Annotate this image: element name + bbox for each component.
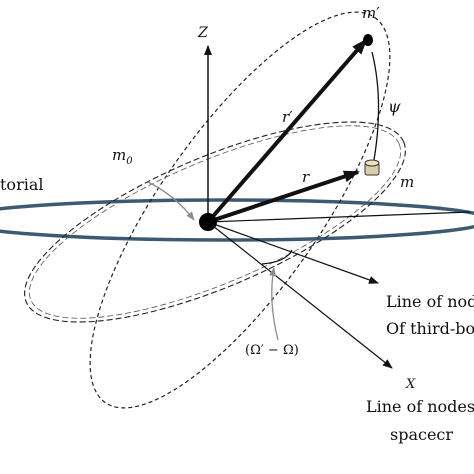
- spacecraft-nodes-label-2: spacecr: [390, 425, 453, 444]
- third-body-orbit: [89, 11, 391, 409]
- r-prime-label: r′: [282, 108, 293, 126]
- angle-label-pointer: [269, 267, 279, 341]
- node-angle-label: (Ω′ − Ω): [245, 343, 299, 358]
- spacecraft-orbit-inner: [28, 125, 402, 319]
- x-axis-label: X: [405, 377, 416, 392]
- r-vector: [207, 170, 360, 224]
- equatorial-label: torial: [0, 175, 43, 194]
- central-mass-pointer: [147, 181, 195, 221]
- z-axis-label: Z: [197, 25, 208, 41]
- central-mass-letter: m: [112, 146, 126, 164]
- psi-label: ψ: [388, 97, 401, 116]
- spacecraft-mass-label: m: [400, 173, 414, 191]
- reference-line: [207, 211, 471, 223]
- x-axis: [207, 221, 393, 369]
- third-body-nodes-label-1: Line of nod: [386, 292, 474, 311]
- spacecraft-nodes-label-1: Line of nodes: [366, 397, 474, 416]
- node-angle-arc: [261, 249, 293, 265]
- third-body: [363, 34, 373, 46]
- third-body-node-line: [207, 221, 379, 284]
- third-body-mass-label: m′: [362, 4, 380, 22]
- central-mass-subscript: 0: [126, 156, 133, 167]
- spacecraft-icon: [364, 159, 380, 176]
- psi-angle-arc: [371, 51, 380, 161]
- central-body: [199, 213, 217, 231]
- equatorial-plane: [0, 198, 474, 242]
- third-body-nodes-label-2: Of third-bo: [386, 319, 474, 338]
- r-label: r: [302, 168, 310, 186]
- central-mass-label: m0: [112, 146, 133, 167]
- spacecraft-orbit-outer: [24, 121, 406, 323]
- r-prime-vector: [206, 38, 368, 224]
